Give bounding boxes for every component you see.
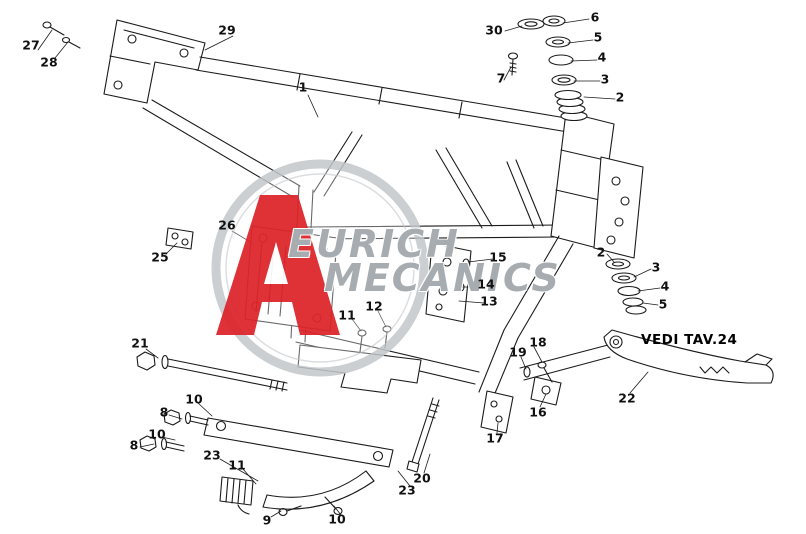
- bracket-13-14-15: [425, 242, 472, 323]
- part-label-10: 10: [328, 511, 346, 527]
- part-label-11: 11: [228, 457, 246, 473]
- part-label-3: 3: [600, 71, 610, 87]
- main-frame-tubes: [142, 56, 573, 343]
- part-label-5: 5: [658, 296, 668, 312]
- part-label-28: 28: [40, 54, 58, 70]
- part-label-29: 29: [218, 22, 236, 38]
- bolt-20: [406, 397, 440, 473]
- part-label-7: 7: [496, 70, 506, 86]
- part-label-18: 18: [529, 334, 547, 350]
- part-label-30: 30: [485, 22, 503, 38]
- part-label-16: 16: [529, 404, 547, 420]
- finned-part: [219, 476, 254, 515]
- leader-lines: [37, 18, 661, 518]
- bearing-stack-top: [507, 15, 588, 122]
- part-label-15: 15: [489, 249, 507, 265]
- front-bracket: [103, 19, 206, 104]
- part-label-5: 5: [593, 29, 603, 45]
- part-label-13: 13: [480, 293, 498, 309]
- part-label-23: 23: [398, 482, 416, 498]
- part-label-14: 14: [477, 276, 495, 292]
- bolt-21: [136, 351, 288, 392]
- part-label-2: 2: [615, 89, 625, 105]
- part-label-8: 8: [159, 404, 169, 420]
- lower-bar: [203, 417, 394, 468]
- part-label-22: 22: [618, 390, 636, 406]
- part-label-17: 17: [486, 430, 504, 446]
- part-label-12: 12: [365, 298, 383, 314]
- part-label-23: 23: [203, 447, 221, 463]
- part-label-2: 2: [596, 244, 606, 260]
- part-label-26: 26: [218, 217, 236, 233]
- part-label-25: 25: [151, 249, 169, 265]
- part-label-4: 4: [660, 278, 670, 294]
- part-label-10: 10: [148, 426, 166, 442]
- curved-tube-23: [262, 470, 375, 510]
- side-stand: [603, 329, 774, 384]
- engine-plate: [244, 225, 338, 332]
- bearing-stack-bottom: [605, 258, 647, 315]
- bolts-11-12: [357, 325, 392, 353]
- part-label-11: 11: [338, 307, 356, 323]
- part-label-6: 6: [590, 9, 600, 25]
- screws-27-28: [42, 21, 81, 49]
- part-label-20: 20: [413, 470, 431, 486]
- part-label-4: 4: [597, 49, 607, 65]
- part-label-1: 1: [298, 79, 308, 95]
- bolts-8-10: [139, 409, 209, 452]
- part-label-9: 9: [262, 512, 272, 528]
- reference-note: VEDI TAV.24: [641, 332, 738, 348]
- part-label-27: 27: [22, 37, 40, 53]
- part-label-3: 3: [651, 259, 661, 275]
- bracket-25: [165, 227, 194, 250]
- part-label-8: 8: [129, 437, 139, 453]
- steering-head: [550, 111, 644, 259]
- bracket-16-17-18-19: [480, 361, 562, 434]
- part-label-19: 19: [509, 344, 527, 360]
- part-label-21: 21: [131, 335, 149, 351]
- part-label-10: 10: [185, 391, 203, 407]
